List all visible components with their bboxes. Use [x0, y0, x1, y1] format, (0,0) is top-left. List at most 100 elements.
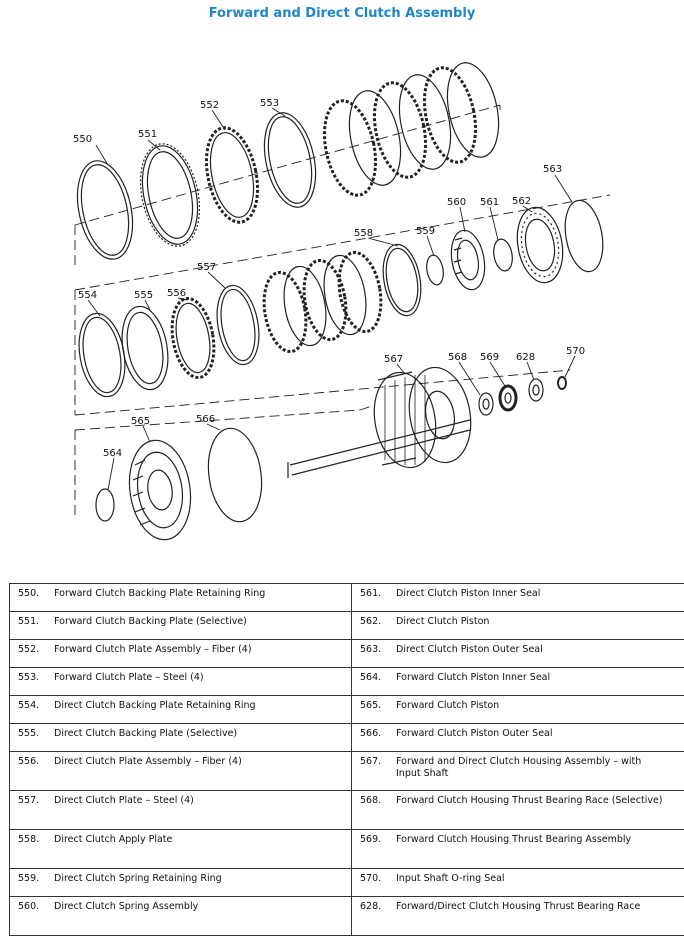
- part-description: Forward Clutch Backing Plate Retaining R…: [54, 588, 324, 600]
- part-description: Forward Clutch Plate Assembly – Fiber (4…: [54, 644, 324, 656]
- part-description: Forward Clutch Piston Outer Seal: [396, 728, 666, 740]
- part-cell-left: 557.Direct Clutch Plate – Steel (4): [10, 791, 352, 830]
- part-number: 551.: [14, 616, 54, 628]
- part-number: 563.: [356, 644, 396, 656]
- table-row: 555.Direct Clutch Backing Plate (Selecti…: [10, 724, 684, 752]
- callout-564: 564: [103, 448, 122, 459]
- part-number: 559.: [14, 873, 54, 885]
- part-556-fiber-plate: [166, 295, 219, 381]
- callout-558: 558: [354, 228, 373, 239]
- part-description: Direct Clutch Backing Plate (Selective): [54, 728, 324, 740]
- part-number: 565.: [356, 700, 396, 712]
- callout-553: 553: [260, 98, 279, 109]
- part-number: 554.: [14, 700, 54, 712]
- table-row: 560.Direct Clutch Spring Assembly 628.For…: [10, 897, 684, 936]
- part-cell-right: 565.Forward Clutch Piston: [352, 696, 684, 724]
- callout-554: 554: [78, 290, 97, 301]
- part-number: 550.: [14, 588, 54, 600]
- part-number: 561.: [356, 588, 396, 600]
- table-row: 552.Forward Clutch Plate Assembly – Fibe…: [10, 640, 684, 668]
- table-row: 553.Forward Clutch Plate – Steel (4)564.…: [10, 668, 684, 696]
- part-cell-right: 564.Forward Clutch Piston Inner Seal: [352, 668, 684, 696]
- callout-566: 566: [196, 414, 215, 425]
- part-description: Direct Clutch Piston: [396, 616, 666, 628]
- callout-568: 568: [448, 352, 467, 363]
- part-cell-right: 562.Direct Clutch Piston: [352, 612, 684, 640]
- part-cell-left: 550.Forward Clutch Backing Plate Retaini…: [10, 584, 352, 612]
- part-number: 570.: [356, 873, 396, 885]
- part-number: 567.: [356, 756, 396, 768]
- part-cell-left: 552.Forward Clutch Plate Assembly – Fibe…: [10, 640, 352, 668]
- part-number: 556.: [14, 756, 54, 768]
- callout-562: 562: [512, 196, 531, 207]
- callout-556: 556: [167, 288, 186, 299]
- part-cell-left: 559.Direct Clutch Spring Retaining Ring: [10, 869, 352, 897]
- part-cell-left: 551.Forward Clutch Backing Plate (Select…: [10, 612, 352, 640]
- callout-560: 560: [447, 197, 466, 208]
- part-558-apply-plate: [378, 241, 426, 318]
- part-number: 568.: [356, 795, 396, 807]
- table-row: 557.Direct Clutch Plate – Steel (4)568.F…: [10, 791, 684, 830]
- part-description: Direct Clutch Piston Outer Seal: [396, 644, 666, 656]
- part-number: 560.: [14, 901, 54, 913]
- part-description: Direct Clutch Apply Plate: [54, 834, 324, 846]
- part-569-thrust-bearing: [500, 386, 516, 410]
- part-description: Direct Clutch Plate – Steel (4): [54, 795, 324, 807]
- callout-550: 550: [73, 134, 92, 145]
- part-description: Forward Clutch Backing Plate (Selective): [54, 616, 324, 628]
- part-number: 558.: [14, 834, 54, 846]
- part-567-housing-with-shaft: [288, 363, 478, 478]
- part-559-spring-retaining-ring: [425, 254, 446, 286]
- part-570-oring-seal: [558, 377, 566, 389]
- part-561-inner-seal: [491, 238, 514, 273]
- part-562-direct-clutch-piston: [512, 204, 569, 286]
- part-cell-right: 566.Forward Clutch Piston Outer Seal: [352, 724, 684, 752]
- callout-567: 567: [384, 354, 403, 365]
- callout-561: 561: [480, 197, 499, 208]
- part-cell-left: 553.Forward Clutch Plate – Steel (4): [10, 668, 352, 696]
- direct-clutch-plate-stack: [258, 249, 386, 355]
- table-row: 554.Direct Clutch Backing Plate Retainin…: [10, 696, 684, 724]
- part-cell-left: 555.Direct Clutch Backing Plate (Selecti…: [10, 724, 352, 752]
- part-description: Forward Clutch Housing Thrust Bearing Ra…: [396, 795, 666, 807]
- callout-628: 628: [516, 352, 535, 363]
- part-cell-left: 560.Direct Clutch Spring Assembly: [10, 897, 352, 936]
- callout-563: 563: [543, 164, 562, 175]
- callout-552: 552: [200, 100, 219, 111]
- part-cell-left: 556.Direct Clutch Plate Assembly – Fiber…: [10, 752, 352, 791]
- part-560-spring-assembly: [447, 228, 489, 293]
- forward-clutch-plate-stack: [317, 58, 507, 200]
- part-number: 555.: [14, 728, 54, 740]
- exploded-view-diagram: 550 551 552 553 554 555 556 557 558 559 …: [0, 0, 684, 570]
- part-description: Direct Clutch Spring Retaining Ring: [54, 873, 324, 885]
- part-cell-right: 568.Forward Clutch Housing Thrust Bearin…: [352, 791, 684, 830]
- part-number: 553.: [14, 672, 54, 684]
- part-557-steel-plate: [211, 282, 264, 368]
- part-565-forward-clutch-piston: [123, 436, 196, 543]
- part-563-outer-seal: [560, 197, 608, 274]
- part-description: Forward and Direct Clutch Housing Assemb…: [396, 756, 666, 780]
- part-cell-right: 567.Forward and Direct Clutch Housing As…: [352, 752, 684, 791]
- part-description: Forward/Direct Clutch Housing Thrust Bea…: [396, 901, 666, 913]
- part-554-retaining-ring: [73, 310, 131, 400]
- part-number: 566.: [356, 728, 396, 740]
- part-description: Direct Clutch Spring Assembly: [54, 901, 324, 913]
- part-description: Direct Clutch Backing Plate Retaining Ri…: [54, 700, 324, 712]
- section-frame-bottom: [75, 405, 375, 520]
- part-cell-right: 563.Direct Clutch Piston Outer Seal: [352, 640, 684, 668]
- table-row: 550.Forward Clutch Backing Plate Retaini…: [10, 584, 684, 612]
- table-row: 556.Direct Clutch Plate Assembly – Fiber…: [10, 752, 684, 791]
- part-number: 564.: [356, 672, 396, 684]
- part-cell-left: 554.Direct Clutch Backing Plate Retainin…: [10, 696, 352, 724]
- part-555-backing-plate: [116, 303, 174, 393]
- part-cell-right: 561.Direct Clutch Piston Inner Seal: [352, 584, 684, 612]
- parts-list-table: 550.Forward Clutch Backing Plate Retaini…: [9, 583, 684, 936]
- part-description: Forward Clutch Piston: [396, 700, 666, 712]
- part-description: Forward Clutch Plate – Steel (4): [54, 672, 324, 684]
- part-description: Input Shaft O-ring Seal: [396, 873, 666, 885]
- part-number: 569.: [356, 834, 396, 846]
- part-number: 562.: [356, 616, 396, 628]
- part-number: 628.: [356, 901, 396, 913]
- part-description: Direct Clutch Plate Assembly – Fiber (4): [54, 756, 324, 768]
